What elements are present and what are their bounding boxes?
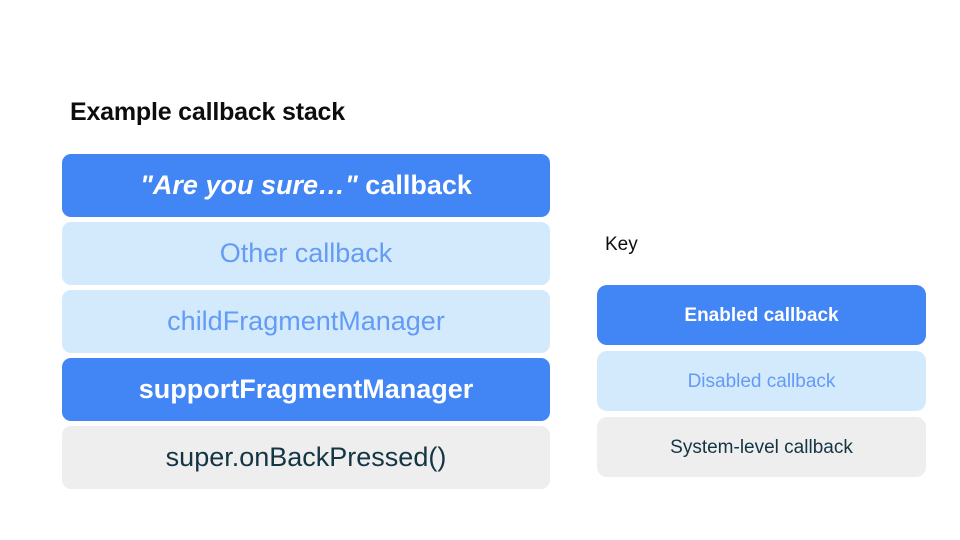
key-item-disabled-callback: Disabled callback — [597, 351, 926, 411]
key-item-label: Enabled callback — [684, 304, 839, 326]
key-legend-section: Key Enabled callback Disabled callback S… — [597, 235, 926, 477]
stack-item-other-callback[interactable]: Other callback — [62, 222, 550, 285]
stack-item-label-quoted: "Are you sure…" — [140, 170, 358, 200]
stack-item-label: supportFragmentManager — [138, 374, 474, 404]
stack-item-label: Other callback — [219, 238, 393, 268]
key-title: Key — [605, 234, 638, 255]
key-item-label: Disabled callback — [687, 370, 836, 392]
callback-stack-section: Example callback stack "Are you sure…" c… — [62, 100, 550, 489]
key-item-system-level-callback: System-level callback — [597, 417, 926, 477]
key-legend-list: Enabled callback Disabled callback Syste… — [597, 285, 926, 477]
stack-item-label: super.onBackPressed() — [165, 442, 447, 472]
callback-stack-list: "Are you sure…" callback Other callback … — [62, 154, 550, 489]
stack-item-are-you-sure[interactable]: "Are you sure…" callback — [62, 154, 550, 217]
stack-item-super-on-back-pressed[interactable]: super.onBackPressed() — [62, 426, 550, 489]
page-title: Example callback stack — [70, 98, 345, 126]
stack-item-label: "Are you sure…" callback — [140, 172, 472, 199]
key-item-label: System-level callback — [670, 436, 853, 458]
stack-item-label: childFragmentManager — [167, 306, 445, 336]
stack-item-child-fragment-manager[interactable]: childFragmentManager — [62, 290, 550, 353]
stack-item-support-fragment-manager[interactable]: supportFragmentManager — [62, 358, 550, 421]
stack-item-label-plain: callback — [357, 170, 472, 200]
key-item-enabled-callback: Enabled callback — [597, 285, 926, 345]
